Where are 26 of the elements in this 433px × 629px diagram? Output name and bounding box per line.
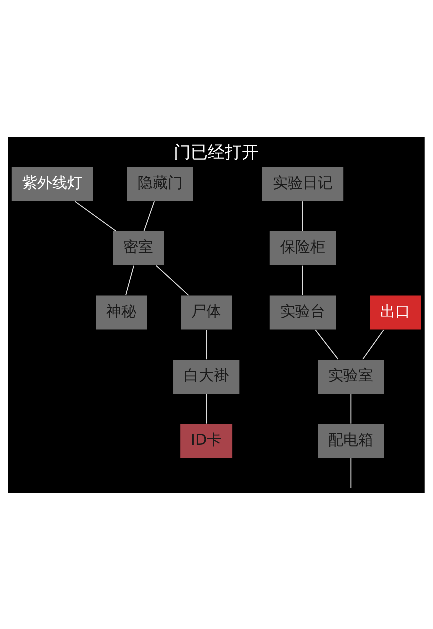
connector <box>156 264 190 296</box>
node-box: 实验室 <box>318 360 384 394</box>
connector <box>350 457 352 488</box>
node-box: 密室 <box>113 231 164 266</box>
node-box: 保险柜 <box>270 231 336 266</box>
node-box: 实验台 <box>270 295 336 330</box>
node-box: 出口 <box>370 295 422 330</box>
node-box: ID卡 <box>180 424 233 458</box>
connector <box>302 264 304 296</box>
node-box: 神秘 <box>96 295 148 330</box>
connector <box>362 329 384 360</box>
connector <box>144 200 156 232</box>
diagram-title: 门已经打开 <box>174 142 259 163</box>
node-box: 隐藏门 <box>127 166 194 201</box>
connector <box>74 200 117 232</box>
connector <box>350 393 352 424</box>
connector <box>126 264 135 296</box>
connector <box>206 393 208 424</box>
node-box: 白大褂 <box>174 360 240 394</box>
connector <box>206 329 208 360</box>
node-box: 紫外线灯 <box>12 166 94 201</box>
connector <box>302 200 304 232</box>
node-box: 尸体 <box>181 295 232 330</box>
connector <box>315 329 339 360</box>
node-box: 实验日记 <box>262 166 344 201</box>
node-box: 配电箱 <box>318 424 384 458</box>
